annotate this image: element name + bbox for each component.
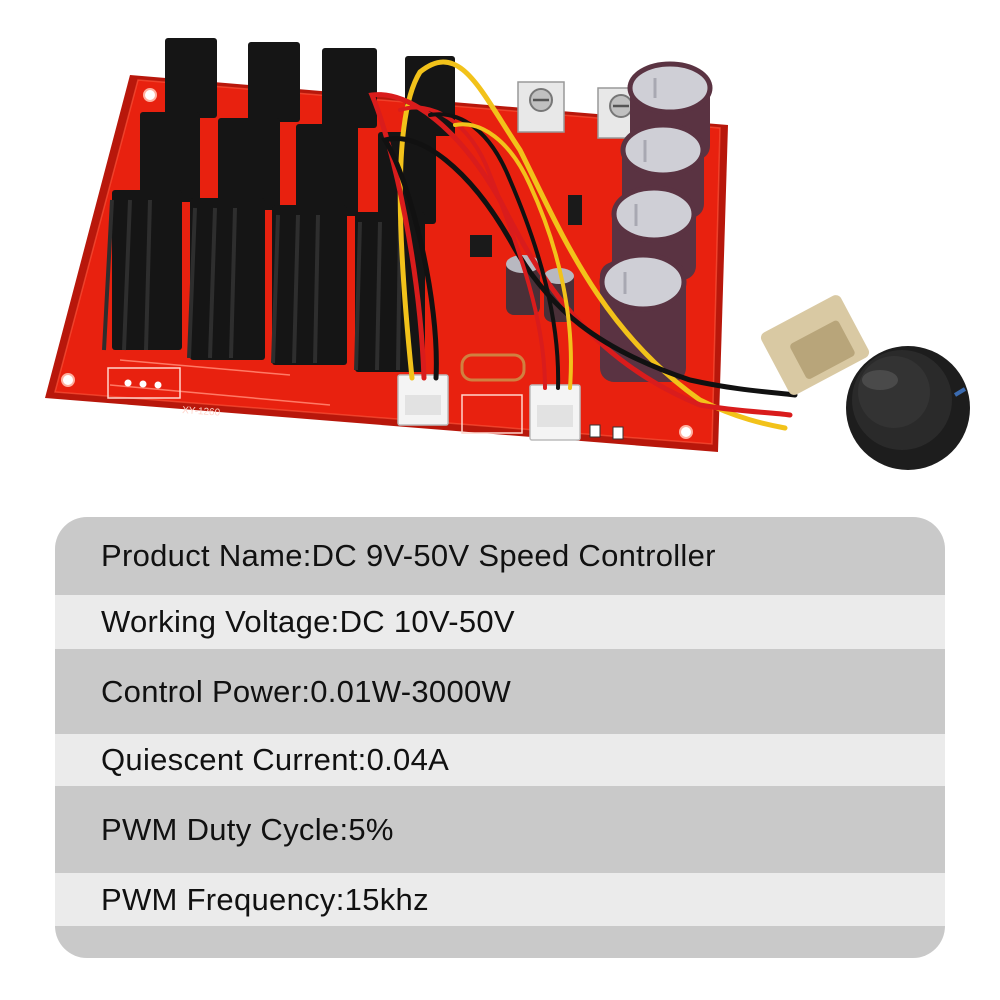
capacitor-bank (506, 61, 713, 382)
heatsink-column-2 (187, 42, 300, 360)
spec-quiescent-current: Quiescent Current:0.04A (101, 742, 450, 777)
spec-pwm-duty-cycle: PWM Duty Cycle:5% (101, 811, 394, 847)
spec-row: Working Voltage:DC 10V-50V (55, 595, 945, 649)
heatsink-column-1 (102, 38, 217, 351)
spec-product-name: Product Name:DC 9V-50V Speed Controller (101, 538, 716, 573)
spec-row: Quiescent Current:0.04A (55, 734, 945, 786)
spec-working-voltage: Working Voltage:DC 10V-50V (101, 604, 515, 639)
wires (368, 59, 798, 431)
board-label: XY-1260 (182, 405, 221, 419)
spec-row: Control Power:0.01W-3000W (55, 649, 945, 734)
heatsink-column-3 (271, 48, 377, 365)
spec-control-power: Control Power:0.01W-3000W (101, 673, 512, 709)
spec-table: Product Name:DC 9V-50V Speed Controller … (55, 517, 945, 958)
spec-row: Product Name:DC 9V-50V Speed Controller (55, 517, 945, 595)
spec-pwm-frequency: PWM Frequency:15khz (101, 881, 429, 917)
spec-row: PWM Duty Cycle:5% (55, 786, 945, 873)
spec-row: PWM Frequency:15khz (55, 873, 945, 926)
wire-connectors (397, 374, 581, 441)
spec-row-footer (55, 926, 945, 958)
potentiometer-knob (760, 295, 970, 470)
speed-controller-photo: XY-1260 (45, 38, 970, 470)
